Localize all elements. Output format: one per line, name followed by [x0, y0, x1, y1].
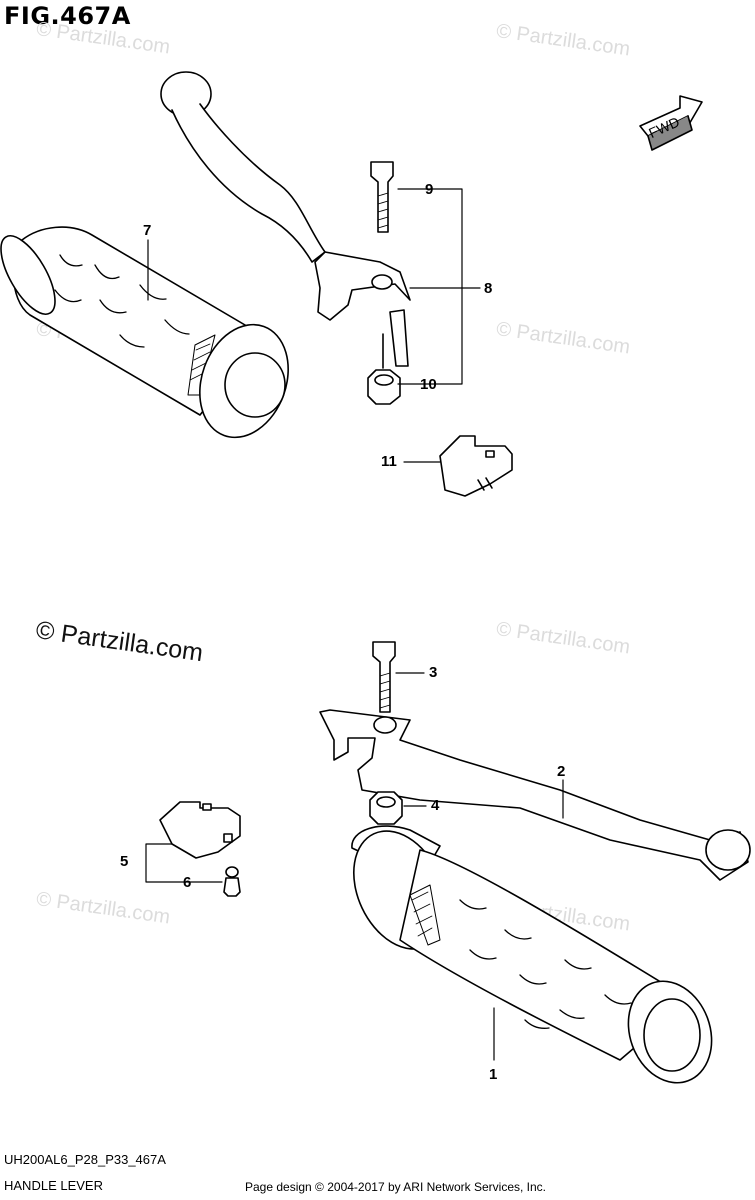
callout-3: 3 [429, 664, 438, 681]
upper-lever [160, 71, 411, 367]
fwd-arrow-icon: FWD [639, 95, 703, 151]
figure-title: FIG.467A [4, 2, 131, 30]
callout-2: 2 [557, 763, 566, 780]
part-11-switch [439, 435, 513, 497]
callout-5: 5 [120, 853, 129, 870]
diagram-code: UH200AL6_P28_P33_467A [4, 1152, 166, 1167]
part-6-screw [223, 866, 241, 897]
callout-7: 7 [143, 222, 152, 239]
part-2-lever [319, 709, 751, 881]
part-5-switch [159, 801, 241, 859]
part-9-bolt [370, 161, 394, 369]
callout-8: 8 [484, 280, 493, 297]
callout-11: 11 [381, 453, 397, 470]
diagram-name: HANDLE LEVER [4, 1178, 103, 1193]
part-1-throttle-grip [351, 825, 713, 1084]
part-3-bolt [372, 641, 396, 713]
callout-6: 6 [183, 874, 192, 891]
callout-4: 4 [431, 797, 440, 814]
callout-1: 1 [489, 1066, 498, 1083]
callout-9: 9 [425, 181, 434, 198]
part-7-grip [0, 226, 289, 439]
callout-10: 10 [420, 376, 437, 393]
page-credit: Page design © 2004-2017 by ARI Network S… [245, 1180, 547, 1194]
part-4-nut [369, 791, 403, 825]
part-10-nut [367, 369, 401, 405]
